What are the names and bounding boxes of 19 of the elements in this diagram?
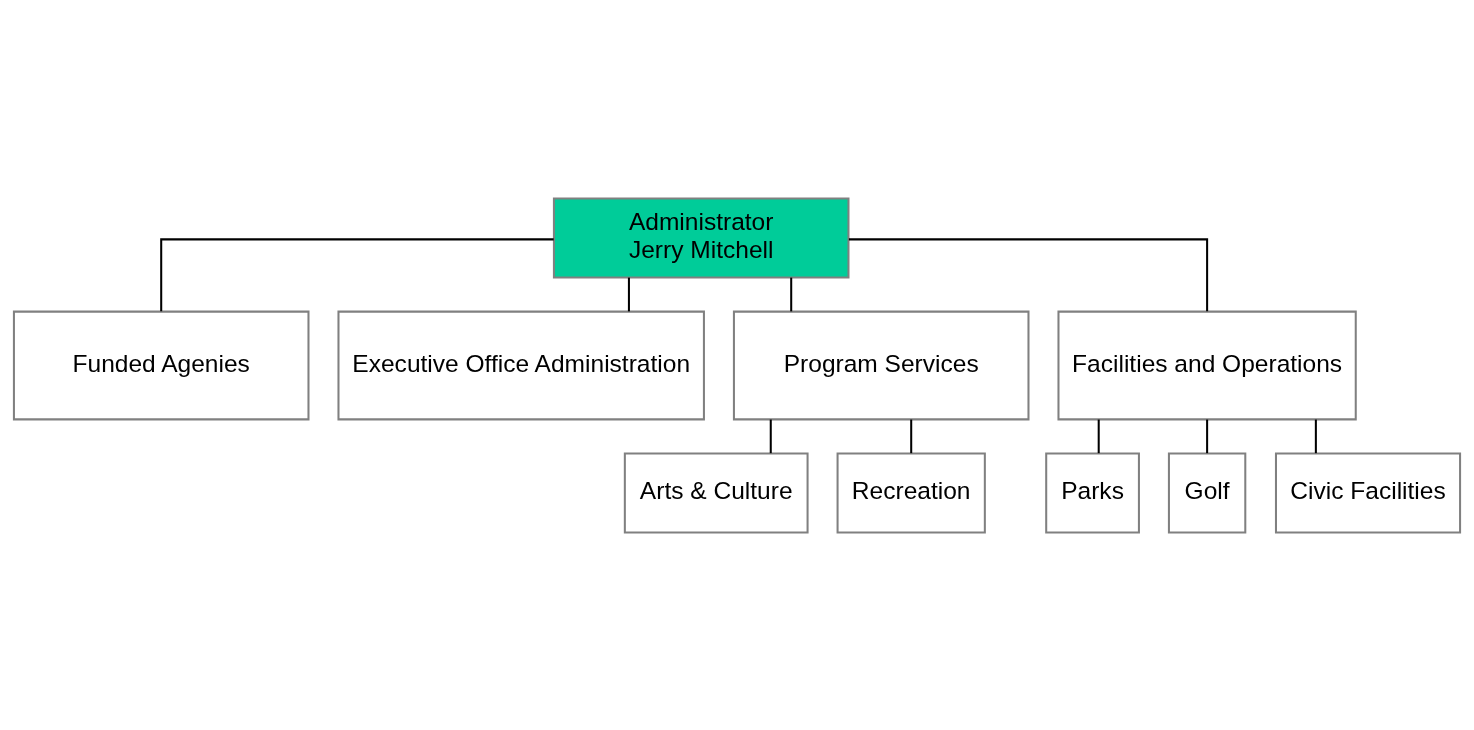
connector [910, 419, 913, 453]
connector [790, 277, 793, 311]
node-box: Golf [1167, 451, 1247, 534]
node-box: Civic Facilities [1274, 451, 1462, 534]
node-box: Administrator Jerry Mitchell [552, 196, 850, 279]
node-box: Parks [1045, 451, 1140, 534]
connector [1206, 419, 1209, 453]
node-box: Facilities and Operations [1057, 310, 1357, 420]
node-box: Recreation [836, 451, 986, 534]
connector [769, 419, 772, 453]
connector [160, 237, 554, 311]
node-box: Program Services [732, 310, 1030, 420]
node-box: Executive Office Administration [337, 310, 705, 420]
connector [627, 277, 630, 311]
node-box: Funded Agenies [12, 310, 310, 420]
connector [1314, 419, 1317, 453]
connector [1097, 419, 1100, 453]
connector [848, 237, 1209, 311]
node-box: Arts & Culture [623, 451, 809, 534]
